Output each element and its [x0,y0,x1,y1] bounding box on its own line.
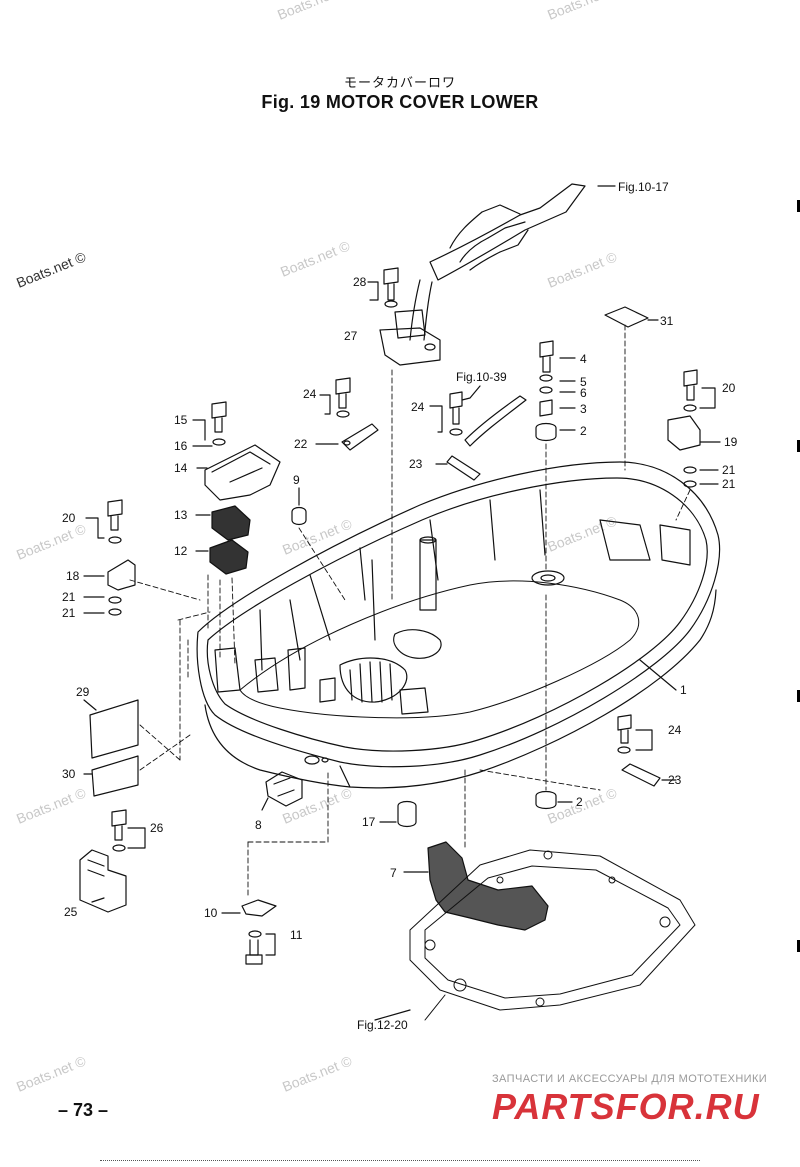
label-part-19: 19 [724,435,738,449]
ref-fig-10-39: Fig.10-39 [456,370,507,384]
label-part-23: 23 [668,773,682,787]
label-part-21: 21 [62,590,76,604]
part-24-screw-center [429,391,463,436]
ref-fig-10-17: Fig.10-17 [618,180,669,194]
part-31-label [604,306,649,328]
label-part-7: 7 [390,866,397,880]
bolt-stack-right [535,340,576,791]
part-14-holder [204,444,281,501]
part-9-grommet [291,506,307,526]
part-28-screw [367,267,399,308]
label-part-24: 24 [668,723,682,737]
label-part-12: 12 [174,544,188,558]
label-part-21: 21 [722,463,736,477]
page-number: – 73 – [58,1100,109,1120]
part-number-labels: 28 27 31 4 5 6 3 2 24 24 22 23 15 16 14 … [62,180,738,1032]
part-17-plug [397,800,417,828]
part-2-lower-nut [535,790,557,810]
part-20-screw-right [683,369,716,412]
label-part-8: 8 [255,818,262,832]
label-part-26: 26 [150,821,164,835]
motor-cover-lower-shell [196,461,721,789]
label-part-20: 20 [722,381,736,395]
page-title: Fig. 19 MOTOR COVER LOWER [261,92,539,112]
label-part-13: 13 [174,508,188,522]
brand-logo: PARTSFOR.RU [492,1086,760,1127]
part-25-bracket [79,849,127,913]
part-23-clip-center [446,455,481,481]
label-part-11: 11 [290,928,303,942]
label-part-6: 6 [580,386,587,400]
part-24-screw-left [319,377,351,418]
part-27-grommet-clamp [379,309,441,601]
page-edge-mark [797,690,800,702]
page-edge-mark [797,940,800,952]
label-part-2: 2 [576,795,583,809]
part-7-shield [427,841,549,931]
label-part-14: 14 [174,461,188,475]
part-18-bracket [107,559,136,591]
ref-fig-12-20: Fig.12-20 [357,1018,408,1032]
label-part-24: 24 [303,387,317,401]
part-20-screw-left [85,499,123,544]
hose-fig-10-39 [461,385,527,447]
part-8-grommet [265,771,303,807]
label-part-20: 20 [62,511,76,525]
label-part-1: 1 [680,683,687,697]
label-part-3: 3 [580,402,587,416]
part-11-bolt [245,930,276,965]
label-part-17: 17 [362,815,376,829]
part-23-clip-lower [621,763,661,787]
label-part-16: 16 [174,439,188,453]
label-part-18: 18 [66,569,80,583]
bottom-rule [100,1160,700,1162]
label-part-29: 29 [76,685,90,699]
part-12-pad [209,539,249,575]
label-part-10: 10 [204,906,218,920]
label-part-21: 21 [722,477,736,491]
label-part-24: 24 [411,400,425,414]
label-part-5: 5 [580,375,587,389]
part-13-pad [211,505,251,541]
part-10-nut [241,899,277,917]
part-19-bracket [667,415,701,451]
title-japanese: モータカバーロワ [343,76,456,91]
brand-tagline: ЗАПЧАСТИ И АКСЕССУАРЫ ДЛЯ МОТОТЕХНИКИ [492,1073,768,1085]
label-part-31: 31 [660,314,674,328]
page-edge-mark [797,200,800,212]
label-part-4: 4 [580,352,587,366]
part-30-plate [91,755,139,797]
part-26-screw [111,809,146,852]
label-part-30: 30 [62,767,76,781]
label-part-27: 27 [344,329,358,343]
part-24-screw-lower [617,714,653,754]
label-part-28: 28 [353,275,367,289]
label-part-15: 15 [174,413,188,427]
label-part-21: 21 [62,606,76,620]
part-29-plate [89,699,139,759]
label-part-23: 23 [409,457,423,471]
part-22-clip [341,423,379,451]
base-plate-fig-12-20 [409,849,696,1021]
label-part-9: 9 [293,473,300,487]
label-part-22: 22 [294,437,308,451]
part-15-screw [192,401,227,447]
label-part-25: 25 [64,905,78,919]
wiring-harness [409,183,616,341]
label-part-2: 2 [580,424,587,438]
page-edge-mark [797,440,800,452]
